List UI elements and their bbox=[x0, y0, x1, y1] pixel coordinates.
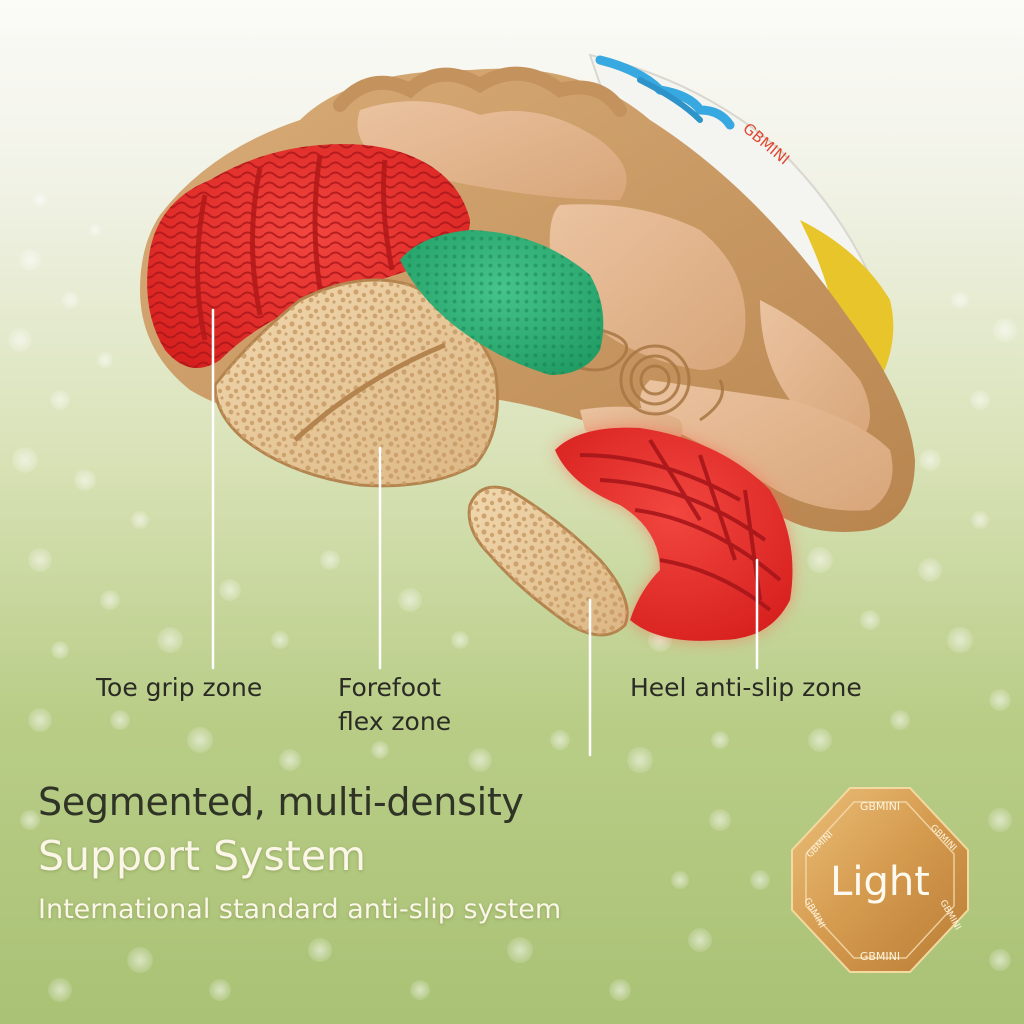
badge-text: Light bbox=[830, 859, 930, 905]
leader-lines bbox=[211, 308, 759, 757]
forefoot-flex-zone-label-line2: flex zone bbox=[338, 707, 452, 736]
badge-brand-top: GBMINI bbox=[860, 800, 900, 813]
forefoot-flex-zone-label-line1: Forefoot bbox=[338, 673, 442, 702]
light-badge: GBMINI GBMINI GBMINI GBMINI GBMINI GBMIN… bbox=[791, 787, 969, 973]
heel-anti-slip-zone-label: Heel anti-slip zone bbox=[630, 673, 862, 702]
toe-grip-zone-label: Toe grip zone bbox=[96, 673, 263, 702]
headline-tagline: International standard anti-slip system bbox=[38, 894, 562, 925]
headline-subtitle: Support System bbox=[38, 832, 366, 880]
badge-brand-bottom: GBMINI bbox=[860, 950, 900, 963]
headline-title: Segmented, multi-density bbox=[38, 780, 524, 824]
